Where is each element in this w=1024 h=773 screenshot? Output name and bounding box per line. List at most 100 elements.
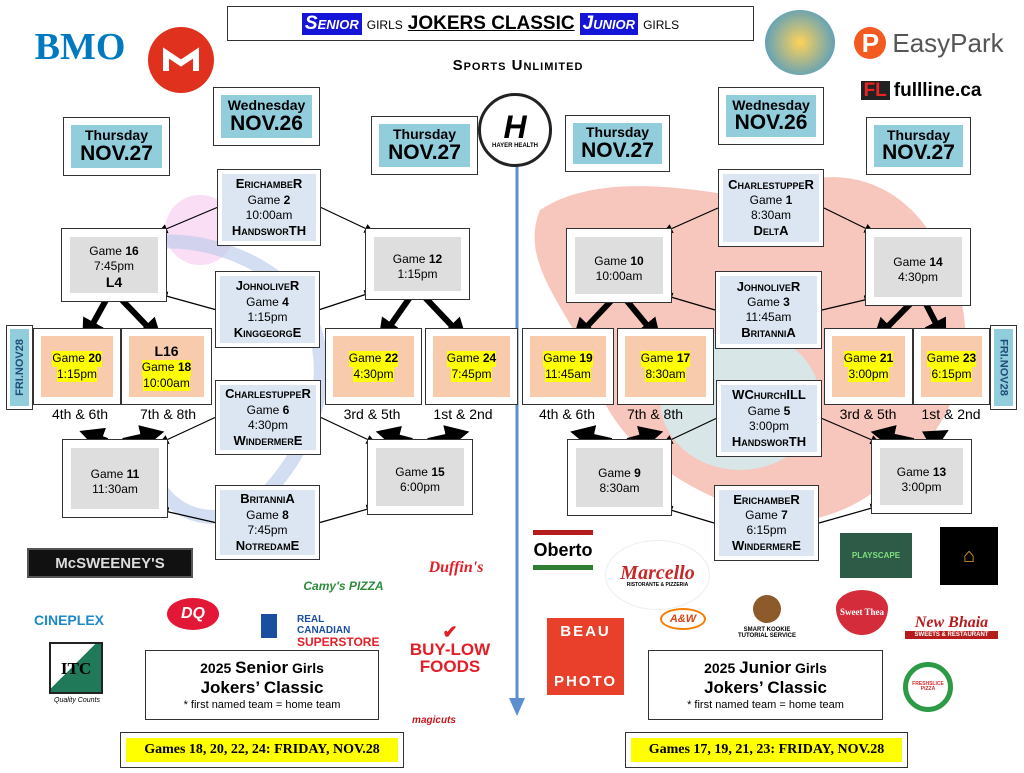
game-number-value: 13 (932, 464, 947, 479)
bracket-arrow (823, 207, 875, 233)
game-number: Game 15 (395, 465, 444, 480)
game-number: Game 10 (594, 254, 643, 269)
game-time: 7:45pm (451, 366, 492, 383)
game-number: Game 14 (893, 255, 942, 270)
game-time: 8:30am (750, 208, 792, 222)
game-word: Game (141, 360, 175, 374)
game-number-value: 16 (125, 244, 139, 259)
away-team: WindermerE (732, 538, 801, 553)
game-time: 3:00pm (748, 418, 790, 433)
oberto-logo: Oberto (533, 530, 593, 570)
palm-logo (765, 10, 835, 75)
game-word: Game (52, 350, 85, 365)
cineplex-logo: CINEPLEX (33, 612, 104, 628)
girls: Girls (291, 660, 324, 677)
bracket-arrow (158, 416, 216, 444)
year: 2025 (200, 660, 232, 677)
game-number-value: 9 (634, 465, 641, 480)
bracket-arrow (157, 291, 216, 311)
game-word: Game (392, 252, 426, 266)
home-team-note: * first named team = home team (183, 698, 341, 711)
home-team: ErichambeR (733, 491, 800, 507)
game-number-value: 6 (282, 402, 290, 417)
game-number: Game 21 (843, 350, 894, 367)
game-word: Game (246, 294, 279, 309)
girls-label: girls (643, 13, 680, 33)
bmo-roundel-icon (148, 27, 214, 93)
game-word: Game (247, 192, 281, 207)
game-number-value: 17 (676, 350, 691, 365)
game-number: Game 20 (52, 350, 102, 367)
senior-label: Senior (301, 12, 362, 35)
game-word: Game (598, 465, 631, 480)
day-text: Thursday (84, 127, 148, 144)
friday-vertical-label: FRI.NOV28 (990, 325, 1017, 410)
classic-label: JOKERS CLASSIC (407, 12, 575, 34)
friday-vertical-label: FRI.NOV28 (6, 325, 33, 410)
friday-label-fill: FRI.NOV28 (10, 329, 29, 406)
game-word: Game (747, 295, 780, 309)
game-number-value: 12 (428, 252, 443, 266)
friday-games-text: Games 17, 19, 21, 23: FRIDAY, NOV.28 (631, 738, 902, 762)
game-number-value: 1 (785, 193, 793, 207)
away-team: KinggeorgE (233, 324, 302, 340)
bracket-arrow (320, 206, 375, 233)
away-team: HandsworTH (231, 222, 307, 238)
placement-label: 4th & 6th (51, 406, 109, 422)
home-logo-icon: ⌂ (940, 527, 998, 585)
game-word: Game (926, 350, 960, 365)
duffins-logo: Duffin's (428, 558, 484, 576)
placement-label: 3rd & 5th (343, 406, 401, 422)
bracket-arrow (158, 507, 216, 524)
bracket-arrow (662, 505, 715, 524)
game-word: Game (543, 350, 576, 365)
game-word: Game (246, 507, 279, 522)
away-team: BritanniA (741, 325, 796, 340)
game-number-value: 11 (126, 466, 140, 481)
game-number-value: 14 (929, 255, 943, 269)
junior-friday-banner: Games 17, 19, 21, 23: FRIDAY, NOV.28 (625, 732, 908, 768)
game-word: Game (896, 464, 930, 479)
home-team: BritanniA (240, 491, 295, 507)
game-time: 11:45am (545, 366, 591, 383)
day-text: Wednesday (227, 97, 306, 114)
game-time: 1:15pm (247, 309, 288, 324)
game-word: Game (745, 508, 778, 522)
game-number: Game 13 (897, 465, 946, 480)
